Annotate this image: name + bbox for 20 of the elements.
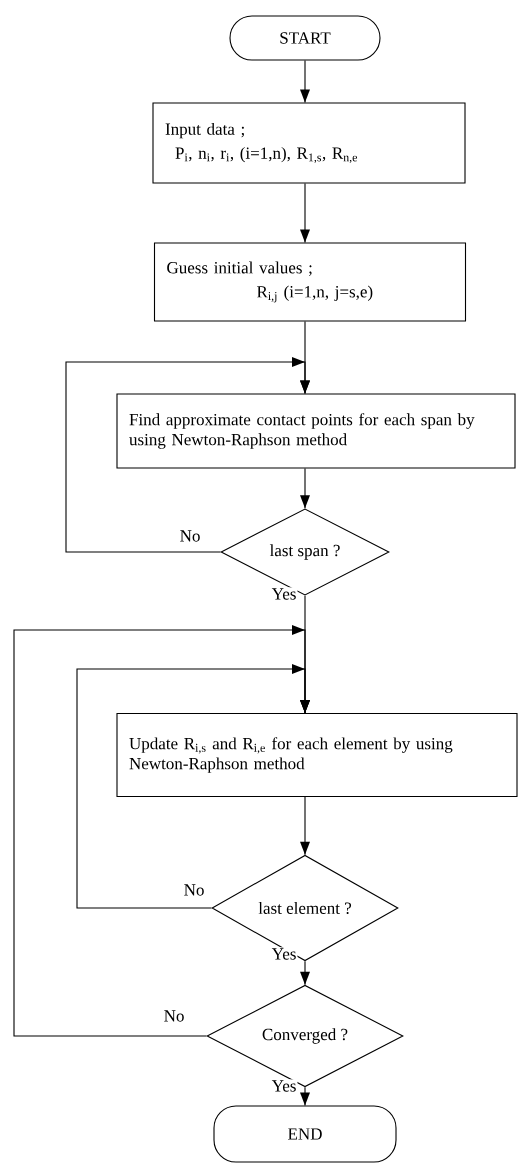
terminal-box: START: [229, 15, 381, 61]
terminal-box: END: [213, 1105, 397, 1163]
process-box: Find approximate contact points for each span by using Newton-Raphson method: [116, 393, 516, 469]
arrow: [300, 183, 310, 243]
arrow: [300, 60, 310, 103]
arrow: [13, 625, 310, 1037]
edge-label: No: [182, 883, 206, 897]
process-box: Update R$_{i,s}$ and R$_{i,e}$ for each element by using Newton-Raphson method: [116, 712, 518, 798]
process-box: Input data ; P$_{i}$, n$_{i}$, r$_{i}$, (i=1,n), R$_{1,s}$, R$_{n,e}$: [152, 102, 466, 184]
edge-label: Yes: [270, 587, 298, 601]
process-box: Guess initial values ; R$_{i,j}$ (i=1,n, j=s,e): [153, 242, 467, 322]
arrow: [300, 960, 310, 986]
arrow: [300, 1086, 310, 1106]
arrow: [300, 468, 310, 509]
arrow: [300, 796, 310, 856]
edge-label: Yes: [270, 947, 298, 961]
edge-label: Yes: [270, 1079, 298, 1093]
edge-label: No: [162, 1009, 186, 1023]
edge-label: No: [178, 529, 202, 543]
arrow: [65, 357, 310, 553]
